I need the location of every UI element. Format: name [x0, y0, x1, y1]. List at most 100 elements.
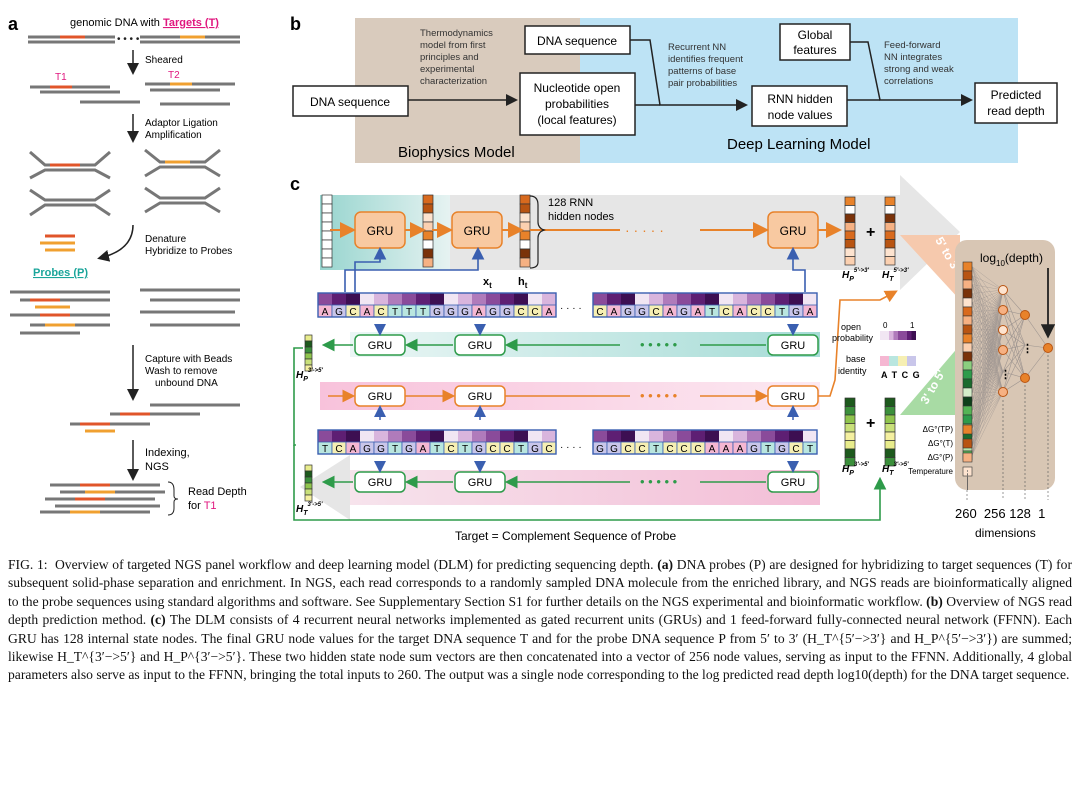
- gru-row-probe-back: GRU GRU GRU • • • • •: [321, 324, 819, 356]
- prob-cell: [775, 293, 789, 305]
- hidden-node-cell: [519, 230, 531, 241]
- prob-cell: [789, 430, 803, 442]
- global-feature-node: [962, 438, 973, 449]
- caption-c-text: The DLM consists of 4 recurrent neural n…: [8, 612, 1072, 683]
- figure-caption: FIG. 1: Overview of targeted NGS panel w…: [8, 556, 1072, 685]
- dir-35-triangle: [900, 345, 960, 415]
- step-indexing-1: Indexing,: [145, 447, 190, 459]
- reads-stack: [40, 483, 165, 514]
- scale-min: 0: [883, 321, 888, 330]
- svg-text:• • • • •: • • • • •: [640, 388, 678, 403]
- step-capture-1: Capture with Beads: [145, 354, 232, 365]
- base-letter: C: [335, 444, 342, 455]
- xt-label: xt: [483, 276, 492, 290]
- base-letter: G: [680, 307, 688, 318]
- ffnn-hidden-node: [998, 325, 1008, 335]
- prob-cell: [402, 293, 416, 305]
- prob-cell: [472, 430, 486, 442]
- base-letter: C: [694, 444, 701, 455]
- global-2: features: [793, 43, 836, 57]
- svg-text:⋮: ⋮: [1022, 343, 1033, 355]
- gru-row-target-fwd: GRU GRU GRU • • • • •: [328, 290, 898, 420]
- svg-text:Feed-forward: Feed-forward: [884, 40, 941, 51]
- base-letter: C: [652, 307, 659, 318]
- hidden-node-cell: [304, 340, 313, 348]
- global-feature-node: [962, 452, 973, 463]
- ht-53-column: [884, 196, 896, 266]
- hidden-node-cell: [884, 423, 896, 433]
- ffnn-input-node: [962, 378, 973, 389]
- arrow-global: [850, 41, 973, 106]
- caption-title: Overview of targeted NGS panel workflow …: [54, 557, 654, 572]
- hidden-node-cell: [844, 414, 856, 424]
- nucleotide-box: [519, 72, 636, 136]
- prob-cell: [663, 430, 677, 442]
- svg-text:GRU: GRU: [781, 391, 806, 403]
- ht-label: ht: [518, 276, 528, 290]
- hidden-node-cell: [304, 476, 313, 484]
- svg-text:NN integrates: NN integrates: [884, 52, 942, 63]
- captured-strands: [70, 403, 240, 433]
- ffnn-diagram: ⋮⋮: [962, 261, 1053, 500]
- base-letter: C: [596, 307, 603, 318]
- prob-cell: [346, 430, 360, 442]
- read-depth-2: for T1: [188, 500, 217, 512]
- step-capture-3: unbound DNA: [155, 378, 218, 389]
- open-prob-label-2: probability: [832, 333, 874, 343]
- hidden-node-cell: [884, 230, 896, 240]
- ffnn-input-node: [962, 270, 973, 281]
- prob-cell: [318, 430, 332, 442]
- svg-text:Thermodynamics: Thermodynamics: [420, 28, 493, 39]
- ffnn-hidden-node: [998, 345, 1008, 355]
- bases-legend: A T C G: [881, 370, 921, 380]
- hidden-node-cell: [844, 457, 856, 467]
- hidden-node-cell: [304, 470, 313, 478]
- svg-text:identifies frequent: identifies frequent: [668, 54, 743, 65]
- hidden-node-cell: [844, 213, 856, 223]
- hidden-node-cell: [884, 196, 896, 206]
- hidden-node-cell: [844, 431, 856, 441]
- base-letter: G: [610, 444, 618, 455]
- hp-top-label: HP5'->3': [842, 268, 870, 283]
- rnn-nodes-2: hidden nodes: [548, 211, 615, 223]
- hidden-node-cell: [844, 247, 856, 257]
- svg-text:GRU: GRU: [368, 340, 393, 352]
- hidden-node-cell: [884, 414, 896, 424]
- hybridized-strands: [10, 288, 240, 335]
- input-arrows-top: [344, 246, 806, 292]
- hidden-node-cell: [321, 239, 333, 250]
- hidden-column-2: [519, 194, 531, 268]
- hidden-node-cell: [519, 239, 531, 250]
- biophysics-title: Biophysics Model: [398, 144, 515, 161]
- prob-cell: [374, 293, 388, 305]
- base-letter: G: [363, 444, 371, 455]
- ffnn-hidden-node: [998, 285, 1008, 295]
- hidden-node-cell: [884, 213, 896, 223]
- base-letter: C: [638, 444, 645, 455]
- hidden-node-cell: [884, 222, 896, 232]
- base-letter: A: [350, 444, 357, 455]
- hidden-node-cell: [519, 212, 531, 223]
- panel-b-label: b: [290, 14, 301, 34]
- prob-cell: [621, 430, 635, 442]
- probe-strands: [40, 234, 75, 252]
- prob-cell: [775, 430, 789, 442]
- prob-cell: [444, 430, 458, 442]
- base-letter: A: [723, 444, 730, 455]
- hidden-node-cell: [422, 203, 434, 214]
- base-letter: G: [596, 444, 604, 455]
- base-letter: T: [392, 444, 398, 455]
- step-capture-2: Wash to remove: [145, 366, 218, 377]
- base-identity-1: base: [846, 354, 866, 364]
- ffnn-input-node: [962, 324, 973, 335]
- prob-cell: [649, 430, 663, 442]
- caption-c-label: (c): [150, 612, 166, 628]
- hidden-node-cell: [304, 464, 313, 472]
- prob-cell: [677, 293, 691, 305]
- svg-text:GRU: GRU: [368, 477, 393, 489]
- base-letter: A: [709, 444, 716, 455]
- base-letter: T: [765, 444, 771, 455]
- panel-a: a genomic DNA with Targets (T) • • • • S…: [8, 14, 247, 516]
